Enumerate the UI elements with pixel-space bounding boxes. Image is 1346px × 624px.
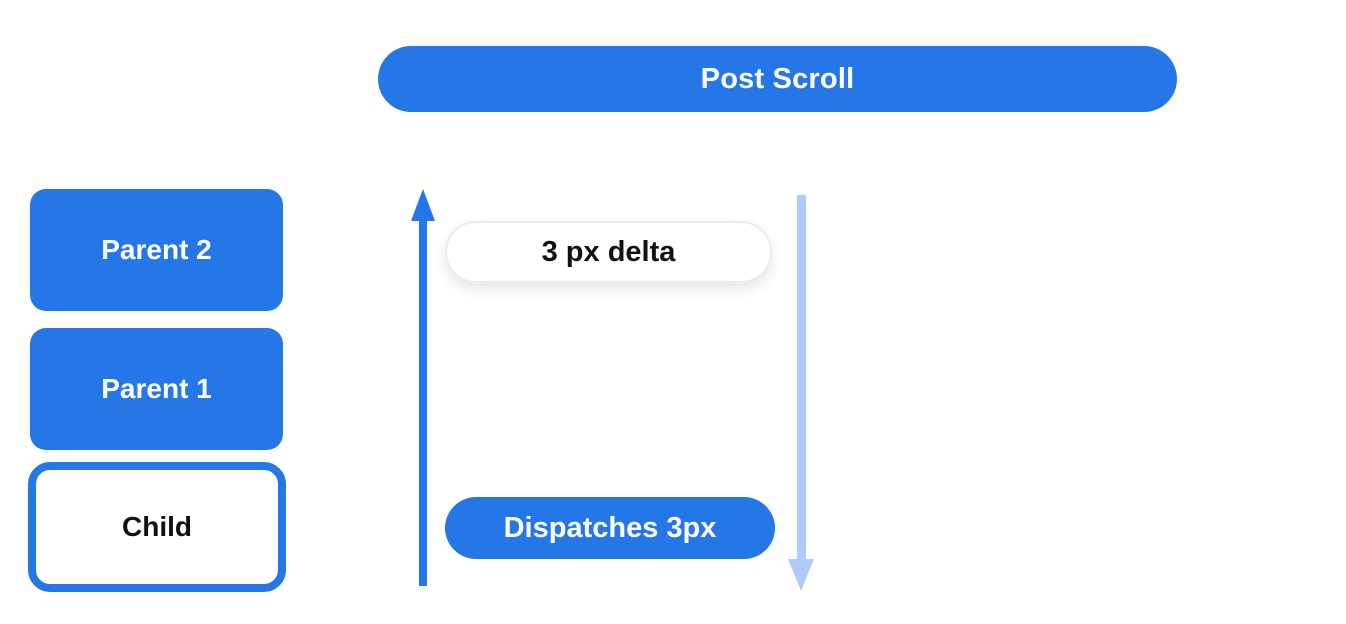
- dispatch-pill-label: Dispatches 3px: [503, 511, 717, 544]
- dispatch-pill: Dispatches 3px: [445, 497, 775, 559]
- upward-arrow-shaft: [419, 217, 427, 586]
- post-scroll-label: Post Scroll: [700, 62, 855, 95]
- upward-arrow: [411, 189, 435, 586]
- node-parent-1: Parent 1: [30, 328, 283, 450]
- node-parent-2-label: Parent 2: [101, 234, 212, 265]
- downward-arrow-shaft: [797, 195, 806, 563]
- node-child: Child: [28, 462, 286, 592]
- node-child-label: Child: [122, 511, 192, 542]
- downward-arrow: [788, 195, 814, 591]
- downward-arrow-head: [788, 559, 814, 591]
- delta-pill-label: 3 px delta: [541, 235, 676, 268]
- node-parent-1-label: Parent 1: [101, 373, 212, 404]
- upward-arrow-head: [411, 189, 435, 221]
- post-scroll-banner: Post Scroll: [378, 46, 1177, 112]
- delta-pill: 3 px delta: [445, 221, 772, 283]
- node-parent-2: Parent 2: [30, 189, 283, 311]
